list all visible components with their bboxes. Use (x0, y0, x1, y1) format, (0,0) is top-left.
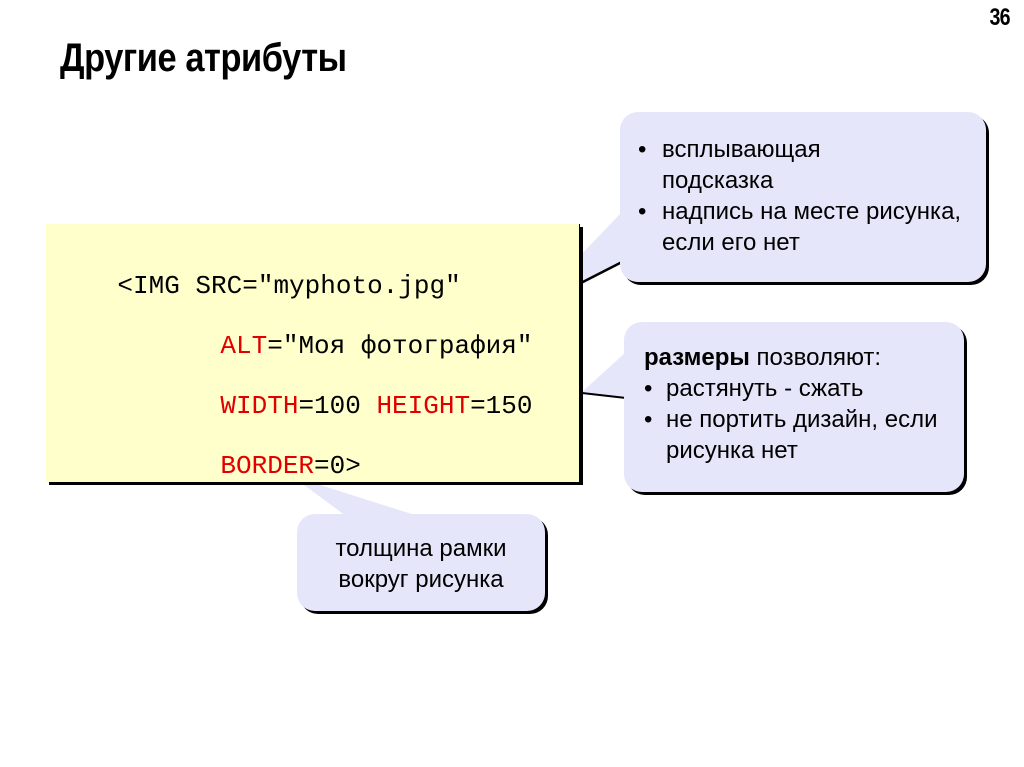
code-attr-border: BORDER (220, 451, 315, 481)
alt-explanation-list: • всплывающая подсказка • надпись на мес… (632, 134, 972, 258)
code-snippet-box: <IMG SRC="myphoto.jpg" ALT="Моя фотограф… (46, 224, 580, 482)
bullet-icon: • (644, 375, 653, 402)
code-attr-height: HEIGHT (376, 391, 471, 421)
slide-title: Другие атрибуты (60, 36, 347, 80)
code-line-img-src: <IMG SRC="myphoto.jpg" (55, 247, 461, 325)
heading-rest: позволяют: (749, 344, 882, 371)
code-height-value: =150 (470, 391, 533, 421)
list-item: • растянуть - сжать (644, 373, 946, 404)
code-img-src-text: <IMG SRC="myphoto.jpg" (117, 271, 461, 301)
slide-number: 36 (989, 4, 1011, 31)
size-explanation-heading: размеры позволяют: (644, 342, 946, 373)
code-line-border: BORDER=0> (158, 427, 361, 505)
code-width-value: =100 (298, 391, 377, 421)
code-line-alt: ALT="Моя фотография" (158, 307, 532, 385)
bullet-icon: • (638, 136, 647, 163)
code-line-size: WIDTH=100 HEIGHT=150 (158, 367, 533, 445)
code-border-value: =0> (314, 451, 361, 481)
code-attr-alt: ALT (220, 331, 268, 361)
callout-border-explanation: толщина рамки вокруг рисунка (297, 514, 545, 611)
border-explanation-line2: вокруг рисунка (338, 566, 504, 593)
size-explanation-list: • растянуть - сжать • не портить дизайн,… (644, 373, 946, 466)
list-item: • всплывающая подсказка (632, 134, 972, 196)
list-item: • надпись на месте рисунка, если его нет (632, 196, 972, 258)
bullet-icon: • (638, 198, 647, 225)
callout-alt-explanation: • всплывающая подсказка • надпись на мес… (620, 112, 986, 282)
list-item-text: всплывающая подсказка (662, 136, 821, 194)
list-item-text: надпись на месте рисунка, если его нет (662, 198, 962, 256)
list-item: • не портить дизайн, если рисунка нет (644, 404, 946, 466)
code-alt-value: ="Моя фотография" (267, 331, 533, 361)
border-explanation-line1: толщина рамки (335, 535, 507, 562)
list-item-text: не портить дизайн, если рисунка нет (666, 406, 938, 464)
callout-size-explanation: размеры позволяют: • растянуть - сжать •… (624, 322, 964, 492)
heading-bold: размеры (644, 344, 750, 371)
code-attr-width: WIDTH (220, 391, 299, 421)
bullet-icon: • (644, 406, 653, 433)
list-item-text: растянуть - сжать (666, 375, 864, 402)
